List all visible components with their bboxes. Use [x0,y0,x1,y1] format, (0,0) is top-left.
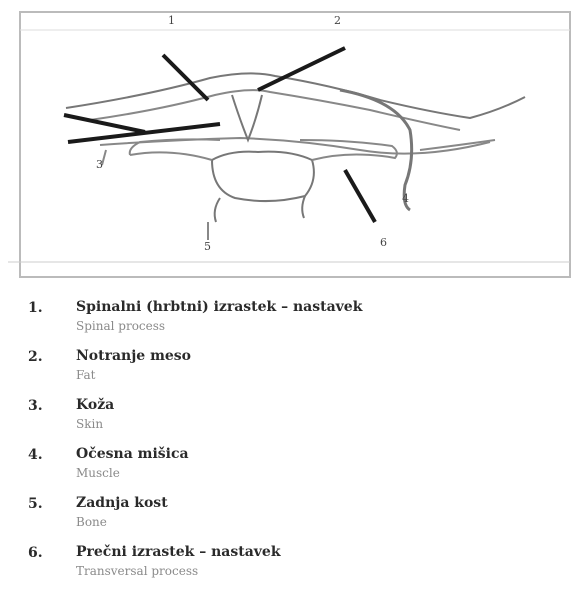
legend-item-3: 3. Koža Skin [28,394,568,443]
legend-item-1: 1. Spinalni (hrbtni) izrastek – nastavek… [28,296,568,345]
legend-item-4: 4. Očesna mišica Muscle [28,443,568,492]
legend-term: Prečni izrastek – nastavek [76,544,281,560]
legend-number: 5. [28,496,58,512]
legend-term: Spinalni (hrbtni) izrastek – nastavek [76,299,362,315]
callout-1: 1 [168,14,175,27]
legend-number: 6. [28,545,58,561]
callout-6: 6 [380,236,387,249]
pointer-line-6 [345,170,375,222]
callout-5: 5 [204,240,211,253]
legend-translation: Bone [76,515,107,529]
legend-term: Zadnja kost [76,495,168,511]
legend-translation: Muscle [76,466,120,480]
callout-3: 3 [96,158,103,171]
transverse-process-left [130,139,220,160]
callout-2: 2 [334,14,341,27]
pointer-line-1 [163,55,208,100]
anatomy-diagram: 1 2 3 4 5 6 [0,0,582,290]
diagram-canvas [0,0,582,290]
legend-translation: Spinal process [76,319,165,333]
legend-translation: Fat [76,368,96,382]
legend-translation: Skin [76,417,103,431]
pointer-line-2 [258,48,345,90]
legend-term: Notranje meso [76,348,191,364]
callout-4: 4 [402,192,409,205]
legend-item-2: 2. Notranje meso Fat [28,345,568,394]
bone-leg-right [302,196,305,218]
bone-leg-left [215,198,220,222]
legend-number: 2. [28,349,58,365]
legend-translation: Transversal process [76,564,198,578]
legend-term: Očesna mišica [76,446,189,462]
legend-number: 3. [28,398,58,414]
spinal-process-outline [232,95,262,140]
legend-term: Koža [76,397,114,413]
legend: 1. Spinalni (hrbtni) izrastek – nastavek… [28,296,568,590]
legend-number: 4. [28,447,58,463]
legend-number: 1. [28,300,58,316]
right-muscle-flap [340,90,412,210]
legend-item-6: 6. Prečni izrastek – nastavek Transversa… [28,541,568,590]
vertebra-body [212,152,314,201]
inner-outline-upper [90,90,460,130]
legend-item-5: 5. Zadnja kost Bone [28,492,568,541]
